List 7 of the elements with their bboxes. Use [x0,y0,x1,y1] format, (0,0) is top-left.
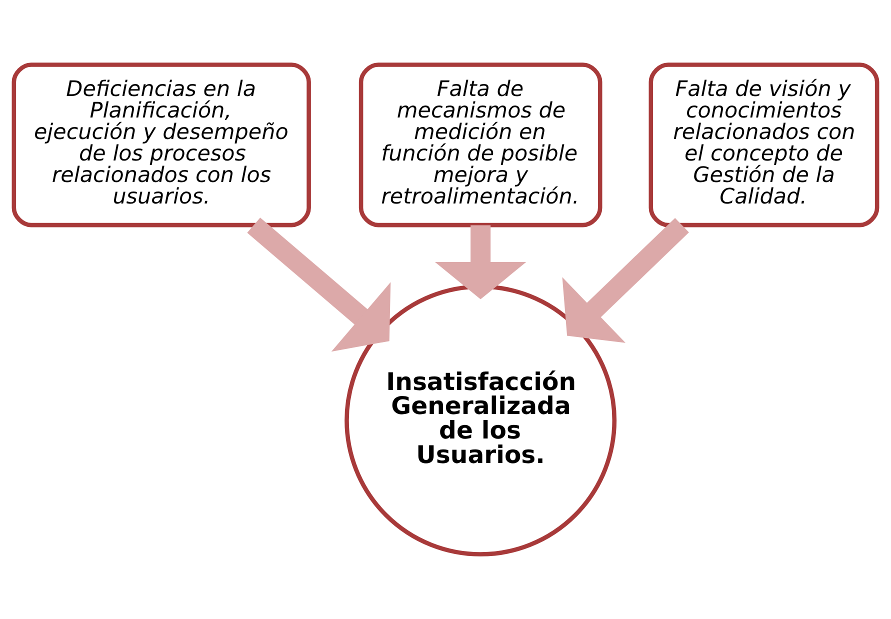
arrow [434,225,526,300]
arrow [247,218,391,352]
node-circle: Insatisfacción Generalizada de los Usuarios. [344,284,617,556]
arrow [562,218,689,343]
node-box: Falta de mecanismos de medición en función de posible mejora y retroalimentación. [358,62,602,228]
node-box: Deficiencias en la Planificación, ejecución y desempeño de los procesos relacionados con los usuarios. [12,62,311,228]
node-box: Falta de visión y conocimientos relacionados con el concepto de Gestión de la Calidad. [648,62,880,228]
